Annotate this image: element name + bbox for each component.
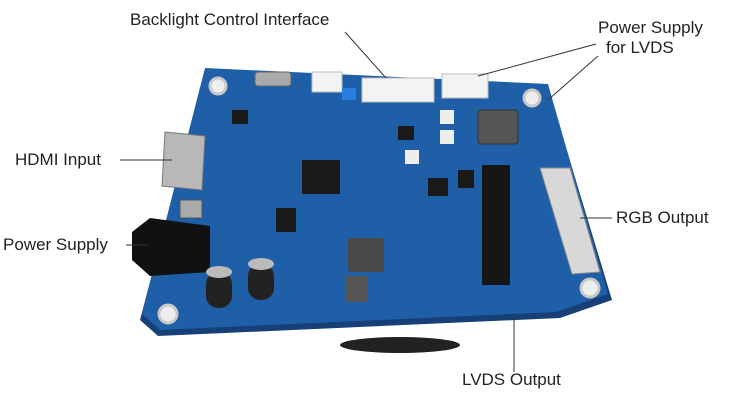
chip [276,208,296,232]
led [405,150,419,164]
label-rgb-output: RGB Output [616,208,709,227]
backlight-connector-wide [361,77,435,103]
mount-hole [522,88,542,108]
dc-jack [132,218,210,276]
main-chip [302,160,340,194]
mount-hole [157,303,179,325]
reset-button [179,199,203,219]
rgb-fpc-connector [539,167,601,275]
leader-lines [120,31,612,372]
led [440,130,454,144]
capacitor [248,264,274,300]
capacitor [206,272,232,308]
inductor-small [345,276,367,302]
label-backlight-control-interface: Backlight Control Interface [130,10,330,29]
inductor-220 [348,238,384,272]
capacitor-top [206,266,232,278]
lvds-pin-header [482,165,510,285]
inductor [477,109,519,145]
label-lvds-output: LVDS Output [462,370,561,389]
chip [428,178,448,196]
lvds-power-connector [441,73,489,99]
chip [232,110,248,124]
usb-port [254,71,292,87]
mount-hole [208,76,228,96]
hdmi-connector [161,131,206,191]
backlight-connector [311,71,343,93]
led [440,110,454,124]
label-power-supply-lvds-line2: for LVDS [606,38,674,57]
label-power-supply-lvds-line1: Power Supply [598,18,703,37]
chip [398,126,414,140]
board-shadow [340,337,460,353]
mount-hole [579,277,601,299]
jumper [342,88,356,100]
chip [458,170,474,188]
capacitor-top [248,258,274,270]
label-hdmi-input: HDMI Input [15,150,101,169]
label-power-supply: Power Supply [3,235,108,254]
